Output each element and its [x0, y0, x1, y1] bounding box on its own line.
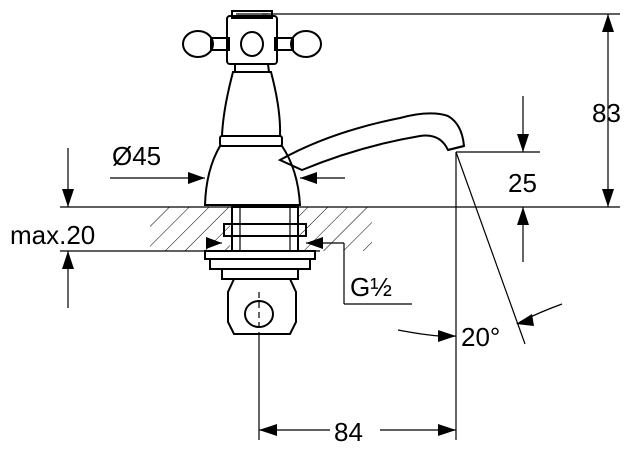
dimension-diameter: Ø45 [110, 141, 345, 184]
countertop-section [60, 206, 620, 252]
spout-height-label: 25 [508, 168, 537, 198]
dimension-spout-angle: 20° [397, 151, 563, 440]
dimension-projection: 84 [258, 334, 456, 447]
diameter-label: Ø45 [112, 141, 161, 171]
dimension-spout-height: 25 [456, 96, 540, 262]
cross-handle [182, 10, 322, 65]
max-thickness-label: max.20 [10, 220, 95, 250]
dimension-max-thickness: max.20 [10, 148, 95, 308]
tap-body [203, 63, 302, 206]
thread-label: G½ [350, 272, 392, 302]
projection-label: 84 [334, 417, 363, 447]
spout-angle-label: 20° [461, 322, 500, 352]
dimension-height: 83 [262, 13, 621, 207]
height-label: 83 [592, 98, 621, 128]
spout [277, 112, 466, 172]
mounting-fittings [204, 206, 316, 335]
thread-annotation: G½ [206, 237, 412, 305]
